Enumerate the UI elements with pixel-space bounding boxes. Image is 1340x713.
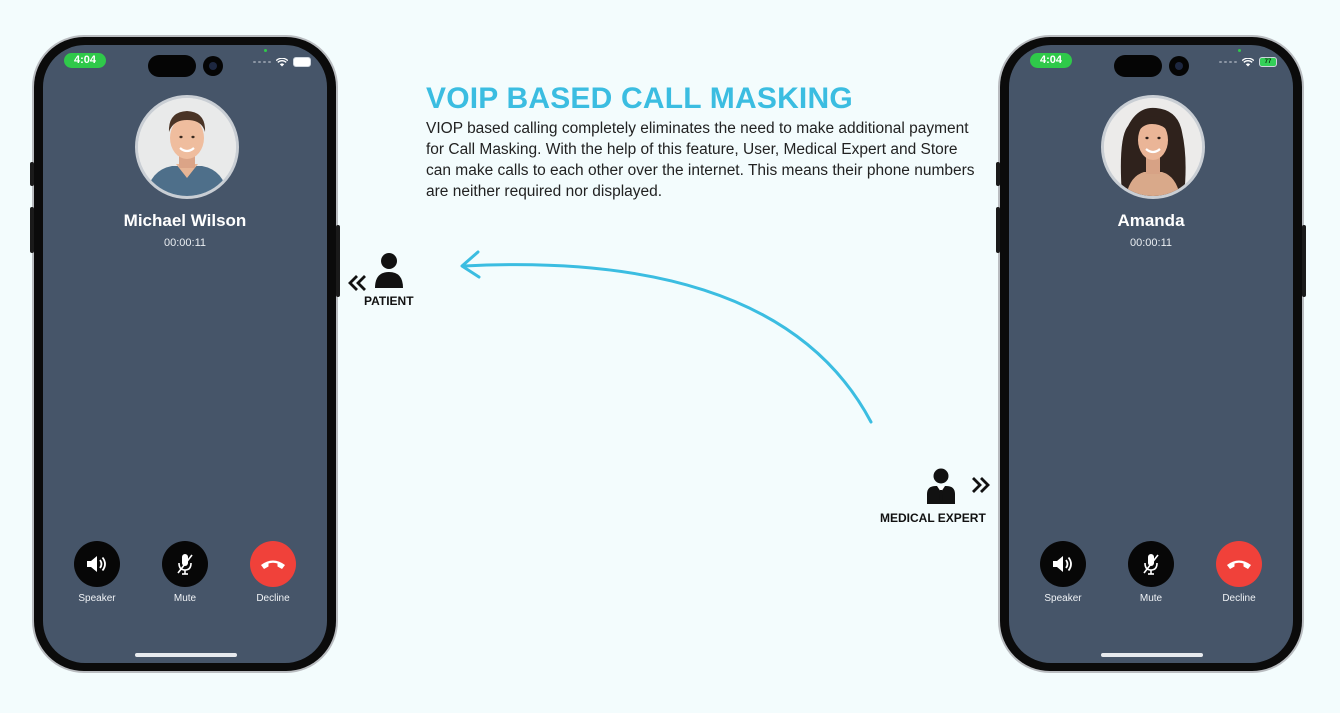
mute-switch: [30, 162, 34, 186]
mute-button[interactable]: [162, 541, 208, 587]
camera: [1169, 56, 1189, 76]
home-indicator[interactable]: [135, 653, 237, 657]
double-chevron-right-icon: [972, 477, 990, 493]
phone-hangup-icon: [1227, 560, 1251, 569]
signal-icon: [1219, 61, 1237, 63]
caller-name: Michael Wilson: [123, 211, 247, 230]
caller-photo: [138, 98, 236, 196]
phone-right: 4:04 77 Aman: [996, 37, 1306, 671]
status-icons: [253, 57, 311, 67]
mic-off-icon: [177, 554, 193, 575]
speaker-control[interactable]: Speaker: [67, 541, 127, 604]
volume-button: [996, 207, 1000, 253]
power-button: [336, 225, 340, 297]
patient-label: PATIENT: [364, 294, 414, 308]
description: VIOP based calling completely eliminates…: [426, 120, 975, 200]
mic-off-icon: [1143, 554, 1159, 575]
dynamic-island: [1114, 55, 1162, 77]
wifi-icon: [1242, 57, 1254, 66]
decline-label: Decline: [1222, 593, 1256, 604]
avatar: [1101, 95, 1205, 199]
dynamic-island: [148, 55, 196, 77]
decline-label: Decline: [256, 593, 290, 604]
speaker-button[interactable]: [1040, 541, 1086, 587]
call-timer: 00:00:11: [163, 237, 206, 249]
mute-button[interactable]: [1128, 541, 1174, 587]
decline-control[interactable]: Decline: [1209, 541, 1269, 604]
camera: [203, 56, 223, 76]
avatar: [135, 95, 239, 199]
volume-button: [30, 207, 34, 253]
status-icons: 77: [1219, 57, 1277, 67]
battery-icon: 77: [1259, 57, 1277, 67]
decline-button[interactable]: [250, 541, 296, 587]
mute-control[interactable]: Mute: [1121, 541, 1181, 604]
page-title: VOIP BASED CALL MASKING: [426, 82, 853, 115]
power-button: [1302, 225, 1306, 297]
speaker-label: Speaker: [1044, 593, 1082, 604]
decline-control[interactable]: Decline: [243, 541, 303, 604]
battery-icon: [293, 57, 311, 67]
signal-icon: [253, 61, 271, 63]
status-time: 4:04: [64, 53, 106, 68]
status-time: 4:04: [1030, 53, 1072, 68]
user-icon: [375, 253, 403, 288]
medical-expert-label: MEDICAL EXPERT: [880, 511, 986, 525]
speaker-label: Speaker: [78, 593, 116, 604]
mute-label: Mute: [173, 593, 197, 604]
double-chevron-left-icon: [348, 275, 366, 291]
decline-button[interactable]: [1216, 541, 1262, 587]
wifi-icon: [276, 57, 288, 66]
mute-control[interactable]: Mute: [155, 541, 215, 604]
privacy-indicator: [1238, 49, 1241, 52]
call-screen: 4:04 77 Aman: [1009, 45, 1293, 663]
phone-hangup-icon: [261, 560, 285, 569]
phone-left: 4:04 Michae: [30, 37, 340, 671]
caller-name: Amanda: [1117, 211, 1185, 230]
speaker-icon: [1053, 556, 1072, 572]
mute-switch: [996, 162, 1000, 186]
mute-label: Mute: [1139, 593, 1163, 604]
doctor-icon: [927, 468, 955, 504]
home-indicator[interactable]: [1101, 653, 1203, 657]
caller-photo: [1104, 98, 1202, 196]
privacy-indicator: [264, 49, 267, 52]
speaker-icon: [87, 556, 106, 572]
speaker-control[interactable]: Speaker: [1033, 541, 1093, 604]
call-screen: 4:04 Michae: [43, 45, 327, 663]
speaker-button[interactable]: [74, 541, 120, 587]
call-timer: 00:00:11: [1129, 237, 1172, 249]
